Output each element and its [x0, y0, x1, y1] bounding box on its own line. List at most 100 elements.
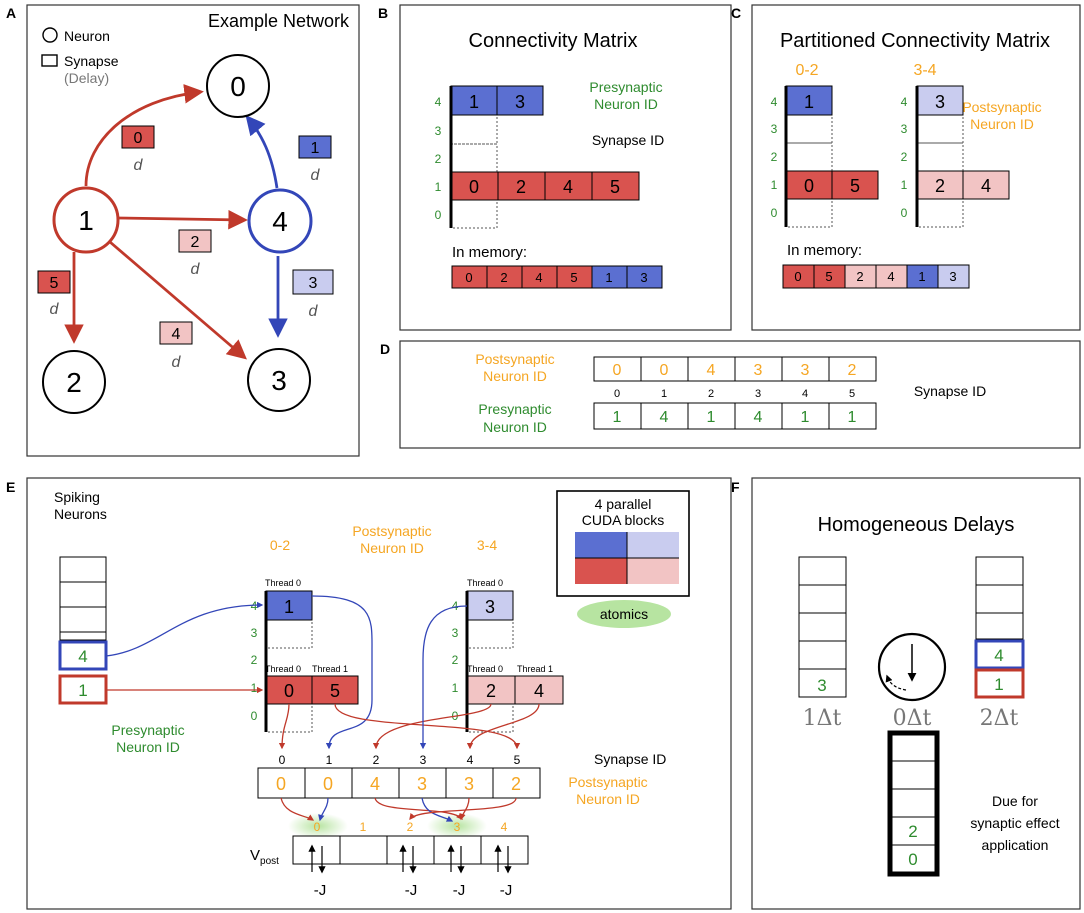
c-in-memory-label: In memory:: [787, 242, 862, 259]
svg-text:4: 4: [78, 647, 87, 666]
panel-b-frame: [399, 4, 732, 331]
svg-text:4: 4: [467, 753, 474, 767]
panel-c-title: Partitioned Connectivity Matrix: [780, 30, 1050, 52]
svg-text:d: d: [172, 354, 182, 371]
svg-text:5: 5: [50, 275, 59, 292]
svg-text:1: 1: [771, 178, 778, 192]
svg-text:3: 3: [452, 626, 459, 640]
svg-text:1: 1: [284, 597, 294, 617]
panel-c: C Partitioned Connectivity Matrix 0-2 3-…: [731, 4, 1081, 331]
neuron-4: 4: [247, 188, 313, 254]
svg-text:0: 0: [465, 270, 472, 285]
f-buffer-due: 2 0: [887, 730, 940, 877]
e-right-thread1-mid: Thread 1: [517, 664, 553, 674]
e-vpost-arrows: [280, 797, 517, 822]
e-right-thread0-mid: Thread 0: [467, 664, 503, 674]
svg-text:2: 2: [452, 653, 459, 667]
svg-text:0: 0: [314, 820, 321, 834]
legend-synapse-icon: [41, 54, 58, 67]
e-glow-0: [288, 813, 348, 839]
e-vpost-ids: 0 1 2 3 4: [314, 820, 508, 834]
panel-b: B Connectivity Matrix Presynaptic Neuron…: [378, 4, 732, 331]
c-row-labels-left: 4 3 2 1 0: [771, 95, 778, 220]
d-presynaptic-row: 1 4 1 4 1 1: [593, 402, 877, 430]
svg-text:5: 5: [825, 269, 832, 284]
svg-text:5: 5: [514, 753, 521, 767]
svg-text:2: 2: [435, 152, 442, 166]
svg-text:3: 3: [420, 753, 427, 767]
svg-text:0: 0: [771, 206, 778, 220]
legend-neuron-label: Neuron: [64, 28, 110, 44]
panel-e: E Spiking Neurons 4 1 Presynaptic Neuron…: [6, 477, 732, 910]
svg-text:1: 1: [994, 675, 1003, 694]
svg-text:3: 3: [935, 92, 945, 112]
svg-text:3: 3: [464, 774, 474, 794]
panel-d-frame: [399, 340, 1081, 449]
synapse-box-0: 0 d: [121, 125, 155, 174]
e-postsynaptic-top-1: Postsynaptic: [352, 523, 431, 539]
svg-text:3: 3: [801, 362, 810, 379]
svg-text:0Δt: 0Δt: [893, 706, 932, 731]
svg-text:0: 0: [901, 206, 908, 220]
svg-text:d: d: [191, 261, 201, 278]
panel-a-title: Example Network: [208, 11, 350, 31]
e-minus-j-labels: -J -J -J -J: [314, 882, 513, 899]
svg-text:-J: -J: [453, 882, 466, 899]
f-due-label-1: Due for: [992, 793, 1038, 809]
synapse-box-4: 4 d: [159, 321, 193, 371]
svg-text:2: 2: [407, 820, 414, 834]
svg-text:4: 4: [370, 774, 380, 794]
svg-text:4: 4: [563, 177, 573, 197]
e-postsynaptic-side-2: Neuron ID: [576, 791, 640, 807]
panel-letter-d: D: [380, 341, 390, 357]
svg-text:3: 3: [515, 92, 525, 112]
svg-text:5: 5: [570, 270, 577, 285]
svg-text:d: d: [134, 157, 144, 174]
e-postsynaptic-array: 0 0 4 3 3 2: [257, 767, 541, 799]
panel-e-frame: [26, 477, 732, 910]
svg-text:4: 4: [272, 206, 288, 237]
e-glow-3: [427, 813, 487, 839]
svg-text:4: 4: [535, 270, 542, 285]
edge-1-to-0: [84, 84, 204, 187]
e-spiking-label-1: Spiking: [54, 489, 100, 505]
e-synapse-id-label: Synapse ID: [594, 751, 666, 767]
edge-1-to-3: [109, 240, 247, 360]
edge-1-to-4: [117, 209, 248, 230]
b-row4: 1 3: [450, 85, 544, 116]
svg-text:4: 4: [981, 176, 991, 196]
d-postsynaptic-row: 0 0 4 3 3 2: [593, 356, 877, 382]
svg-text:0: 0: [469, 177, 479, 197]
c-right-row1: 2 4: [916, 170, 1010, 200]
svg-text:0: 0: [134, 130, 143, 147]
b-row1: 0 2 4 5: [450, 171, 640, 201]
svg-text:1: 1: [707, 409, 716, 426]
b-synapse-id-label: Synapse ID: [592, 132, 664, 148]
e-cuda-legend: 4 parallel CUDA blocks atomics: [556, 490, 690, 628]
d-presynaptic-label-2: Neuron ID: [483, 419, 547, 435]
svg-text:1: 1: [78, 205, 94, 236]
synapse-box-5: 5 d: [37, 270, 71, 318]
d-presynaptic-label-1: Presynaptic: [478, 401, 551, 417]
svg-text:4: 4: [901, 95, 908, 109]
e-spiking-label-2: Neurons: [54, 506, 107, 522]
svg-text:3: 3: [485, 597, 495, 617]
svg-text:-J: -J: [314, 882, 327, 899]
svg-text:1: 1: [251, 681, 258, 695]
svg-text:5: 5: [849, 388, 855, 400]
svg-text:2: 2: [708, 388, 714, 400]
e-left-thread0-mid: Thread 0: [265, 664, 301, 674]
svg-text:2: 2: [66, 367, 82, 398]
d-postsynaptic-label-1: Postsynaptic: [475, 351, 554, 367]
panel-a: A Example Network Neuron Synapse (Delay)…: [6, 4, 360, 457]
svg-text:1: 1: [360, 820, 367, 834]
panel-a-frame: [26, 4, 360, 457]
panel-letter-e: E: [6, 479, 15, 495]
svg-text:3: 3: [309, 275, 318, 292]
e-row-labels-right: 4 3 2 1 0: [452, 599, 459, 723]
neuron-3: 3: [247, 348, 311, 412]
e-postsynaptic-top-2: Neuron ID: [360, 540, 424, 556]
svg-text:3: 3: [251, 626, 258, 640]
svg-text:0: 0: [276, 774, 286, 794]
legend-neuron-icon: [42, 27, 58, 43]
